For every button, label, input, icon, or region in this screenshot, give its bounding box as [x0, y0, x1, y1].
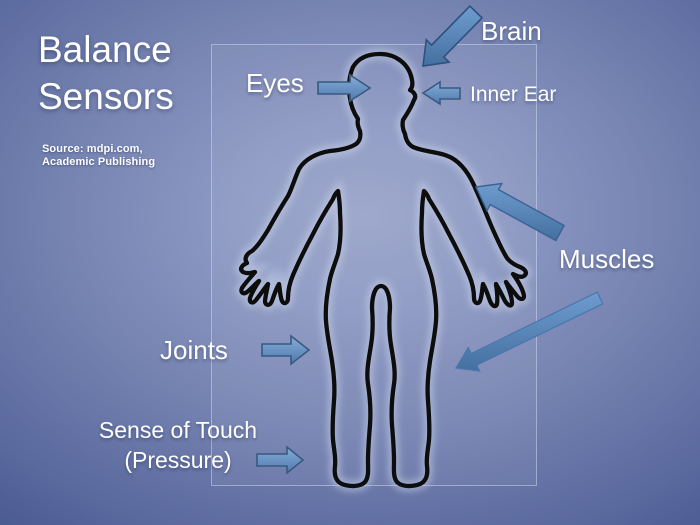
label-eyes: Eyes — [246, 68, 304, 98]
joints-arrow-icon — [261, 334, 311, 366]
touch-line-1: Sense of Touch — [98, 417, 258, 443]
brain-arrow-icon — [422, 4, 484, 67]
label-joints: Joints — [160, 335, 228, 365]
inner-ear-arrow-icon — [421, 80, 461, 106]
eyes-arrow-icon — [317, 73, 372, 103]
source-credit: Source: mdpi.com, Academic Publishing — [42, 143, 155, 169]
label-brain: Brain — [481, 16, 542, 46]
source-line-2: Academic Publishing — [42, 156, 156, 168]
body-outline — [239, 51, 528, 489]
label-muscles: Muscles — [559, 244, 655, 274]
muscles-arrow-upper-icon — [474, 182, 566, 242]
touch-line-2: (Pressure) — [124, 447, 232, 473]
label-sense-of-touch: Sense of Touch (Pressure) — [76, 415, 280, 475]
touch-arrow-icon — [256, 445, 305, 475]
label-inner-ear: Inner Ear — [470, 83, 557, 106]
muscles-arrow-lower-icon — [455, 291, 604, 372]
slide-title: Balance Sensors — [38, 29, 174, 117]
source-line-1: Source: mdpi.com, — [42, 143, 143, 155]
